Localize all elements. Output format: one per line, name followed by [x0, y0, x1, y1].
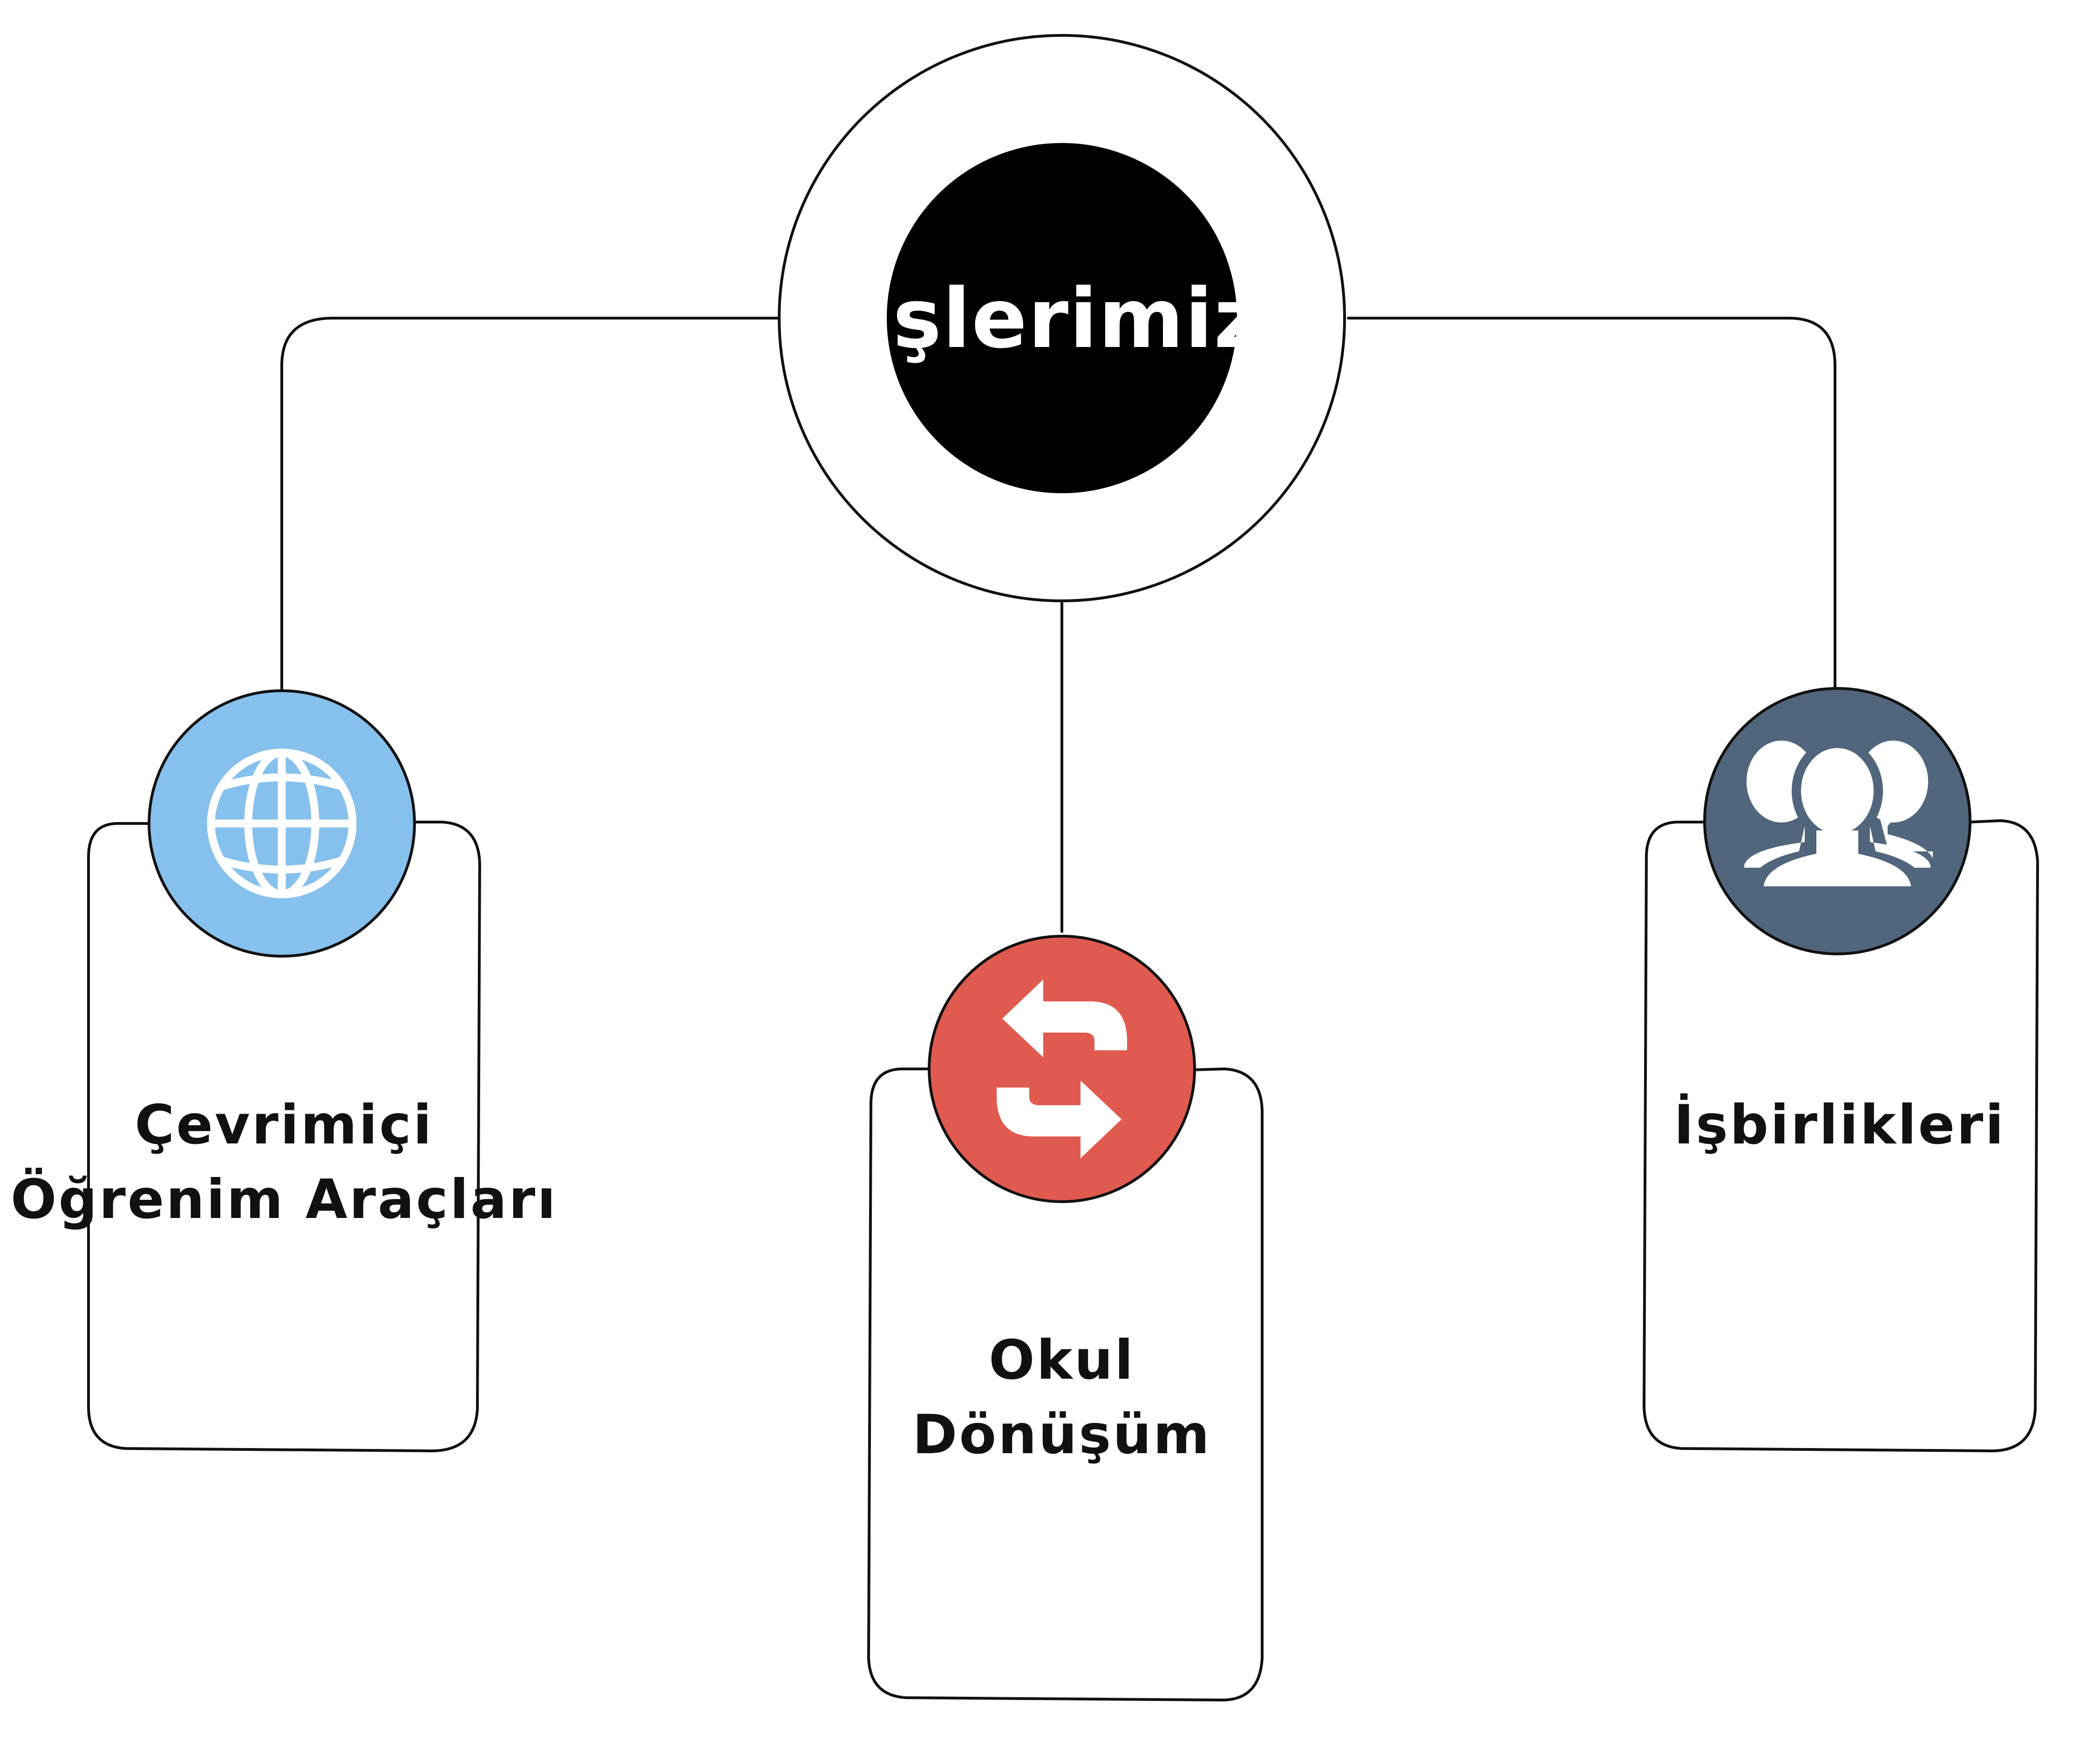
card-icon-badge — [928, 935, 1196, 1203]
connector-left — [280, 317, 779, 695]
connectors — [280, 317, 1836, 933]
card-label-line-2: Dönüşüm — [912, 1403, 1211, 1466]
card-frame — [867, 1068, 1264, 1702]
users-icon — [1744, 739, 1933, 891]
hub-title: İşlerimiz — [861, 271, 1262, 367]
card-frame — [1643, 819, 2039, 1453]
globe-icon — [207, 748, 357, 898]
swap-arrows-icon — [997, 979, 1127, 1158]
hub-core — [887, 143, 1237, 493]
hub: İşlerimiz — [778, 34, 1346, 602]
card-label-line-2: Öğrenim Araçları — [11, 1168, 557, 1231]
card-label-line-1: Okul — [989, 1329, 1135, 1392]
card-cevrimici: Çevrimiçi Öğrenim Araçları — [11, 689, 557, 1453]
card-frame — [87, 821, 481, 1453]
connector-right — [1347, 317, 1836, 695]
card-label-line-1: İşbirlikleri — [1674, 1093, 2005, 1156]
card-okul: Okul Dönüşüm — [867, 935, 1264, 1702]
card-isbirlikleri: İşbirlikleri — [1643, 687, 2039, 1453]
card-label-line-1: Çevrimiçi — [135, 1094, 434, 1156]
